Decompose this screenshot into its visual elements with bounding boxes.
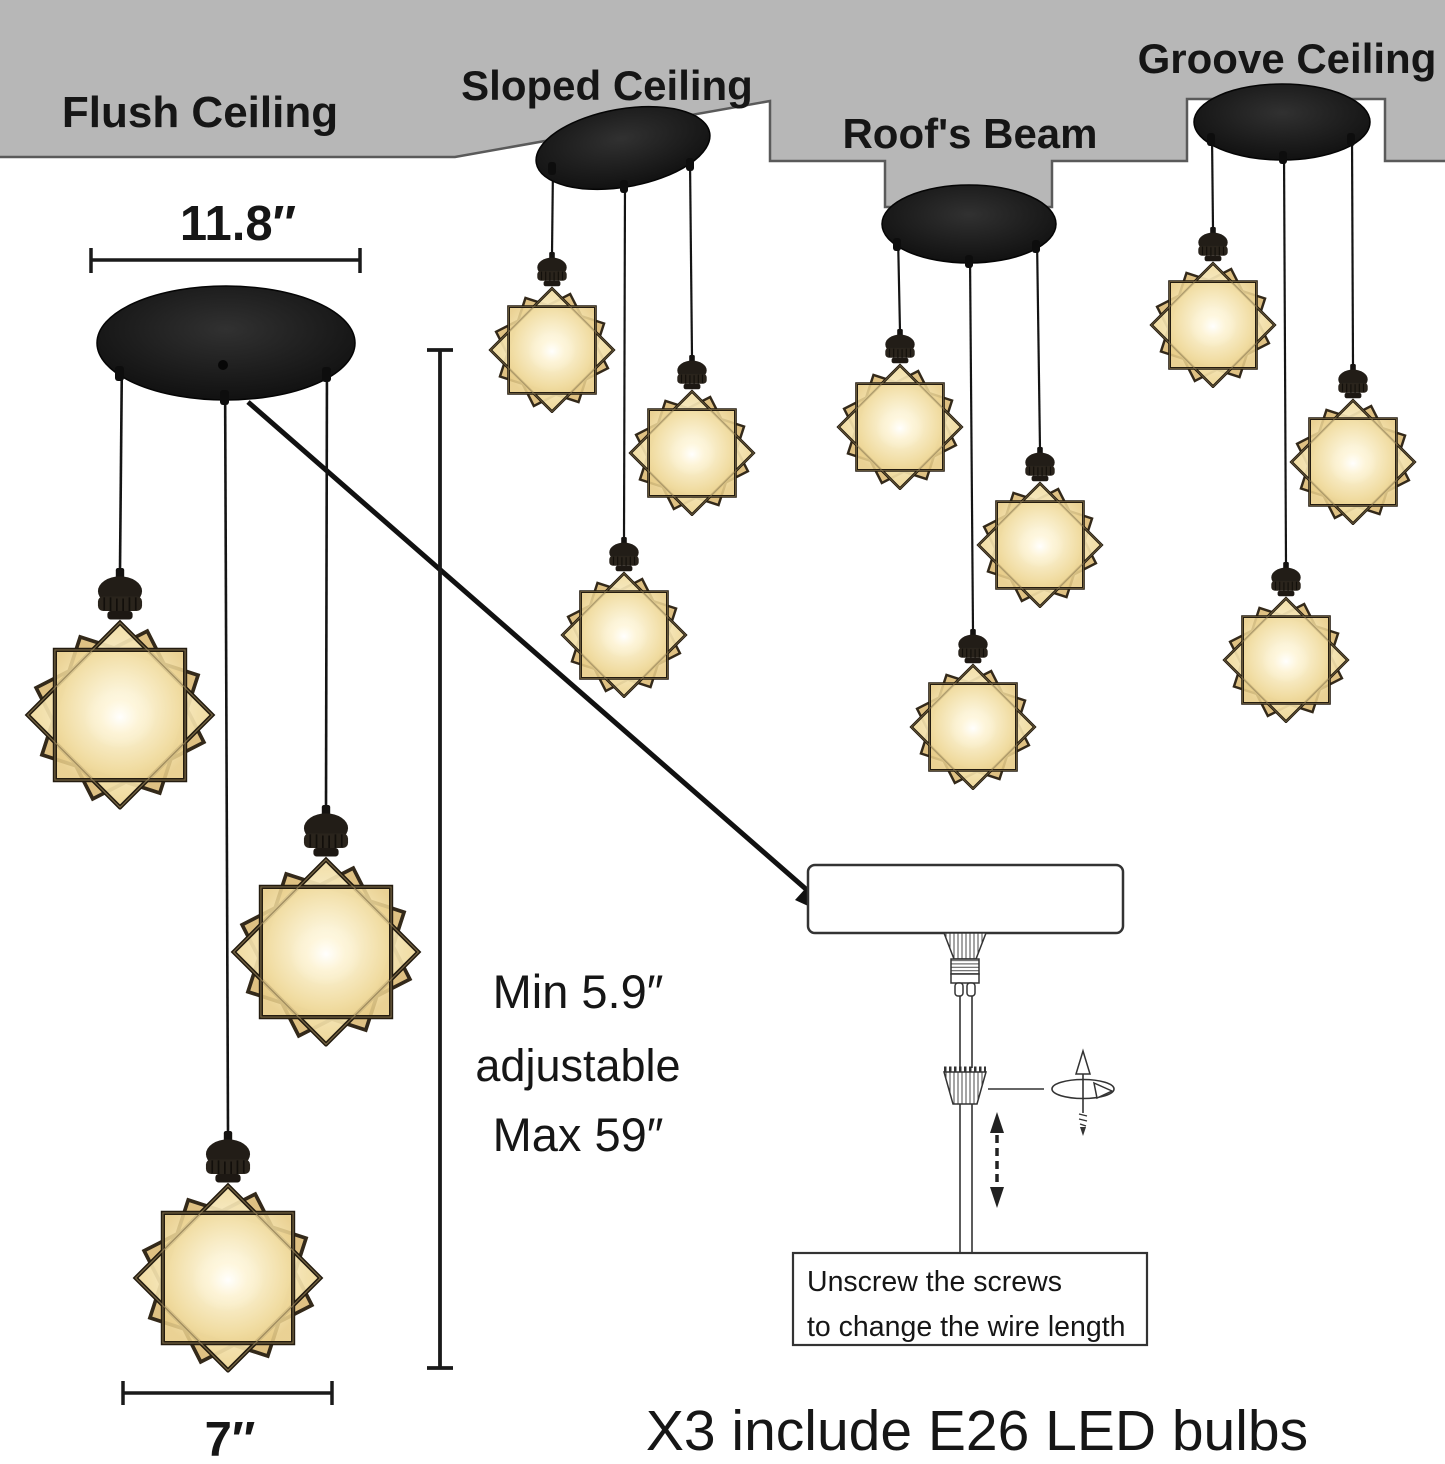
star-pendant — [9, 568, 231, 826]
fixture-groove — [1143, 83, 1423, 723]
star-pendant — [1283, 364, 1423, 525]
cord-adjustment-inset: Unscrew the screws to change the wire le… — [791, 863, 1149, 1347]
dimension-drop-min-text: Min 5.9″ — [493, 965, 664, 1018]
label-flush-ceiling: Flush Ceiling — [62, 88, 338, 137]
ceiling-canopy — [1193, 83, 1371, 161]
ceiling-canopy — [96, 285, 356, 401]
dimension-drop-line — [427, 348, 453, 1370]
cord-adjuster-cone — [943, 1071, 987, 1105]
ceiling-canopy — [535, 105, 711, 191]
dimension-canopy-width-text: 11.8″ — [180, 197, 296, 251]
star-pendant — [622, 355, 762, 516]
dimension-canopy-width — [89, 248, 362, 273]
star-pendant — [482, 252, 622, 413]
fixture-flush — [9, 285, 437, 1389]
ceiling-box — [806, 863, 1125, 935]
label-roofs-beam: Roof's Beam — [842, 110, 1097, 157]
label-sloped-ceiling: Sloped Ceiling — [461, 62, 753, 109]
star-pendant — [1143, 227, 1283, 388]
caption-bulbs: X3 include E26 LED bulbs — [646, 1399, 1308, 1463]
dimension-star-width-text: 7″ — [205, 1413, 256, 1464]
note-box — [791, 1251, 1149, 1347]
dimension-drop-max-text: Max 59″ — [493, 1108, 664, 1161]
note-line2: to change the wire length — [807, 1311, 1125, 1343]
ceiling-canopy — [881, 184, 1057, 264]
star-pendant — [970, 447, 1110, 608]
dimension-star-width — [121, 1381, 334, 1405]
label-groove-ceiling: Groove Ceiling — [1138, 35, 1437, 82]
dimension-drop-mid-text: adjustable — [475, 1040, 680, 1091]
wire — [959, 996, 973, 1253]
star-pendant — [830, 329, 970, 490]
fixture-sloped — [482, 105, 762, 698]
knurled-cone — [942, 932, 988, 960]
rotate-screw-icon — [1051, 1048, 1115, 1136]
star-pendant — [1216, 562, 1356, 723]
adjust-length-arrow-icon — [990, 1112, 1004, 1208]
threaded-collar — [950, 958, 980, 975]
star-pendant — [903, 629, 1043, 790]
fixture-beam — [830, 184, 1110, 790]
star-pendant — [215, 805, 437, 1063]
star-pendant — [117, 1131, 339, 1389]
note-line1: Unscrew the screws — [807, 1266, 1062, 1298]
